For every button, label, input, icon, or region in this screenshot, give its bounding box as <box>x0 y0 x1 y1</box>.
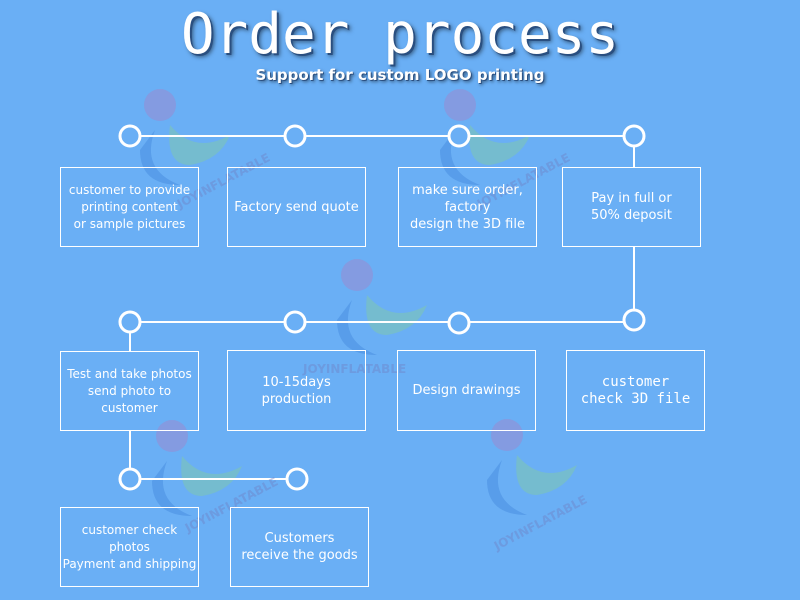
flow-node <box>285 467 309 491</box>
watermark-logo-icon <box>440 89 530 185</box>
watermark-logo-icon <box>487 419 577 515</box>
flow-node <box>447 124 471 148</box>
step-box-receive-goods: Customers receive the goods <box>230 507 369 587</box>
watermark-logo-icon <box>152 420 242 516</box>
flow-node <box>622 124 646 148</box>
step-box-provide-content: customer to provide printing content or … <box>60 167 199 247</box>
flow-nodes <box>118 124 646 491</box>
watermark-logos <box>140 89 577 516</box>
flow-node <box>283 310 307 334</box>
flow-node <box>118 310 142 334</box>
watermark-logo-icon <box>337 259 427 355</box>
step-box-design-drawings: Design drawings <box>397 350 536 431</box>
step-box-production: 10-15days production <box>227 350 366 431</box>
watermark-text: JOYINFLATABLE <box>303 362 407 376</box>
step-box-payment: Pay in full or 50% deposit <box>562 167 701 247</box>
step-box-confirm-order: make sure order, factory design the 3D f… <box>398 167 537 247</box>
step-box-send-quote: Factory send quote <box>227 167 366 247</box>
flow-node <box>118 124 142 148</box>
step-box-check-3d-file: customer check 3D file <box>566 350 705 431</box>
connector-lines <box>129 135 635 480</box>
flow-node <box>622 308 646 332</box>
step-box-check-photos: customer check photos Payment and shippi… <box>60 507 199 587</box>
flow-node <box>283 124 307 148</box>
flow-node <box>447 311 471 335</box>
page-subtitle: Support for custom LOGO printing <box>255 66 545 84</box>
page-title: Order process <box>180 2 620 67</box>
step-box-test-photos: Test and take photos send photo to custo… <box>60 351 199 431</box>
flow-node <box>118 467 142 491</box>
watermark-logo-icon <box>140 89 230 185</box>
